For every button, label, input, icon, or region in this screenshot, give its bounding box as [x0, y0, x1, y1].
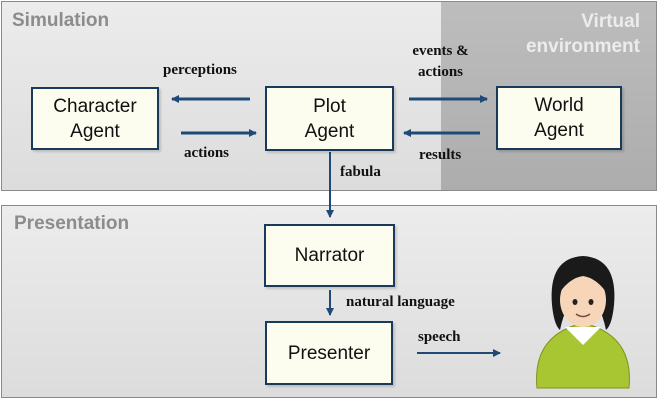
virtual-environment-title: Virtual environment: [525, 11, 640, 57]
label-events-actions: events & actions: [412, 43, 469, 80]
label-results: results: [419, 147, 462, 163]
label-actions: actions: [184, 145, 229, 161]
person-avatar-icon: [536, 256, 630, 389]
label-fabula: fabula: [340, 164, 381, 180]
narrator-node: Narrator: [264, 224, 395, 287]
label-perceptions: perceptions: [163, 62, 237, 78]
label-speech: speech: [418, 329, 461, 345]
world-agent-node: World Agent: [496, 86, 622, 150]
simulation-title: Simulation: [12, 10, 110, 31]
character-agent-node: Character Agent: [31, 87, 159, 150]
presentation-title: Presentation: [14, 213, 130, 234]
presenter-node: Presenter: [265, 321, 393, 385]
label-natural-language: natural language: [346, 294, 455, 310]
plot-agent-node: Plot Agent: [265, 86, 394, 151]
